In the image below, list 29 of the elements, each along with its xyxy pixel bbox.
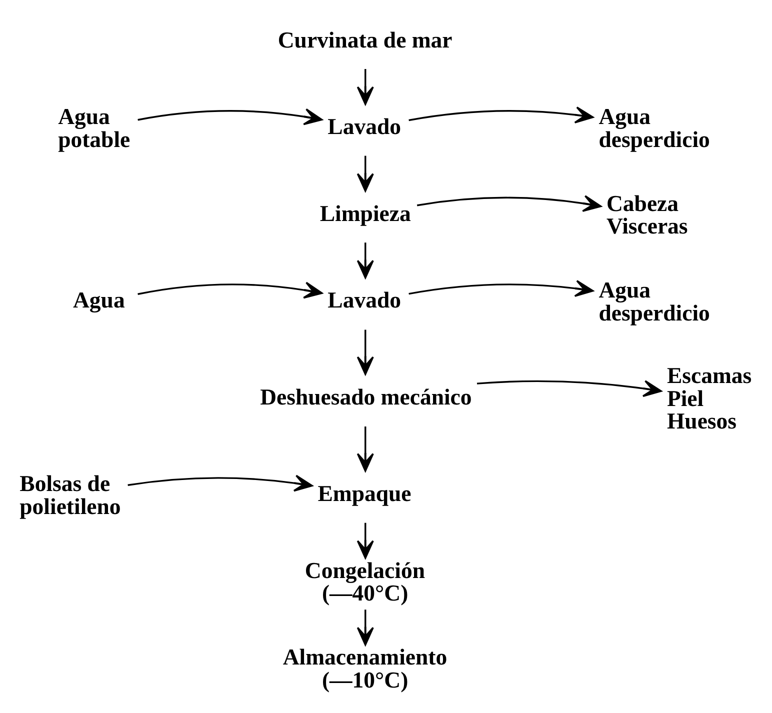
- arrow: [138, 281, 323, 298]
- node-text: Lavado: [328, 287, 401, 312]
- node-text: Bolsas de polietileno: [20, 470, 121, 518]
- node-text: Agua potable: [58, 104, 130, 152]
- arrow: [408, 106, 594, 123]
- arrow: [356, 609, 374, 646]
- node-text: Agua: [73, 287, 125, 312]
- node-text: Cabeza Visceras: [606, 190, 688, 238]
- node-text: Congelación (—40°C): [304, 557, 425, 606]
- arrow: [356, 329, 374, 374]
- arrow: [476, 380, 662, 396]
- arrow: [408, 280, 594, 296]
- node-text: Limpieza: [320, 200, 411, 226]
- node-text: Almacenamiento (—10°C): [282, 644, 448, 692]
- node-text: Curvinata de mar: [278, 26, 452, 52]
- node-text: Agua desperdicio: [598, 104, 710, 152]
- node-text: Escamas Piel Huesos: [666, 362, 752, 434]
- node-text: Deshuesado mecánico: [260, 384, 472, 409]
- arrow: [356, 155, 374, 192]
- arrow: [356, 242, 374, 278]
- arrow: [356, 68, 374, 104]
- node-text: Empaque: [318, 480, 412, 506]
- arrow: [356, 522, 374, 558]
- arrow: [356, 426, 374, 472]
- node-text: Agua desperdicio: [598, 277, 710, 325]
- arrow: [128, 474, 313, 492]
- node-text: Lavado: [328, 114, 401, 139]
- arrow: [416, 194, 602, 212]
- arrow: [138, 108, 323, 125]
